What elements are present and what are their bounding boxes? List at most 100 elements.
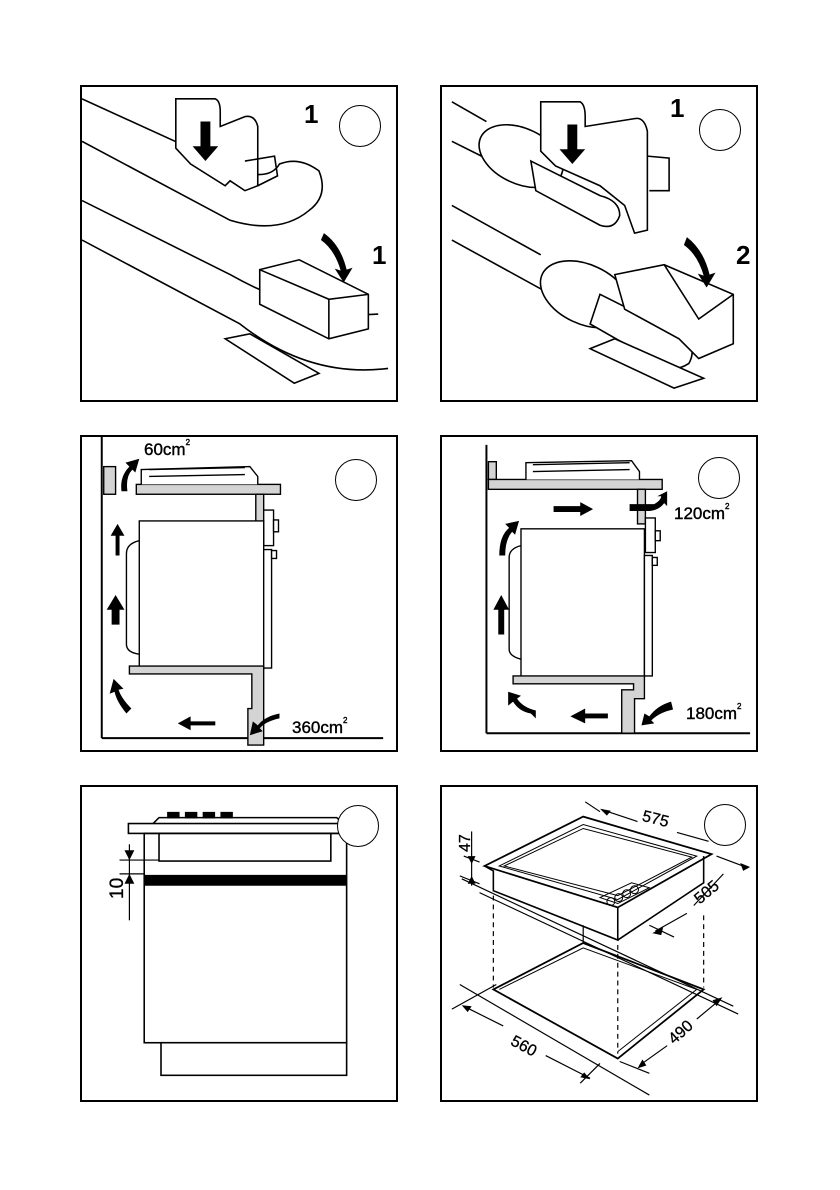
dim-560-line bbox=[463, 1005, 504, 1027]
control-knob-upper bbox=[262, 509, 275, 547]
burner-knob bbox=[202, 811, 216, 819]
airflow-arrow-icon bbox=[570, 708, 608, 724]
oven-rear-bulge bbox=[125, 540, 140, 655]
ventilation-diagram bbox=[100, 437, 384, 746]
figure-marker-circle bbox=[704, 804, 746, 846]
vent-area-top: 120cm2 bbox=[674, 502, 730, 523]
airflow-arrow-icon bbox=[629, 491, 668, 512]
dimension-arrow-icon bbox=[637, 1059, 647, 1069]
figure-marker-circle bbox=[337, 805, 379, 847]
panel-ventilation-a: 60cm2 360cm2 bbox=[80, 435, 398, 752]
airflow-arrow-icon bbox=[493, 594, 510, 635]
oven-door bbox=[643, 554, 654, 677]
top-clip-tab bbox=[244, 155, 279, 187]
hob-right-side bbox=[617, 856, 705, 941]
dimension-arrow-icon bbox=[580, 1072, 591, 1080]
cutout-outline bbox=[491, 942, 706, 1060]
foot-plate bbox=[223, 333, 321, 385]
clearance-dimension: 10 bbox=[107, 877, 128, 899]
airflow-arrow-icon bbox=[641, 701, 674, 726]
airflow-arrow-icon bbox=[110, 523, 125, 556]
worktop-edge-line bbox=[461, 878, 734, 1007]
base-shelf-plinth bbox=[512, 675, 646, 734]
arrow-down-icon bbox=[192, 121, 219, 162]
plinth bbox=[160, 1041, 348, 1077]
hob-top bbox=[152, 816, 344, 825]
oven-rear-bulge bbox=[508, 544, 522, 660]
airflow-arrow-icon bbox=[109, 678, 132, 714]
hob-front-side bbox=[484, 865, 619, 942]
back-strip bbox=[487, 460, 498, 481]
hob-top-surface bbox=[482, 815, 714, 909]
vent-area-bottom: 180cm2 bbox=[686, 702, 742, 723]
dimension-arrow-icon bbox=[467, 875, 476, 884]
dimension-arrow-icon bbox=[467, 856, 476, 865]
figure-marker-circle bbox=[698, 457, 740, 499]
step-label: 1 bbox=[670, 93, 685, 123]
clip-pipe-illustration bbox=[82, 98, 389, 385]
airflow-arrow-icon bbox=[106, 594, 125, 625]
lower-pipe-bottom bbox=[82, 239, 389, 371]
separator-bar bbox=[144, 874, 347, 886]
burner-knob bbox=[220, 811, 233, 819]
step-label: 1 bbox=[372, 240, 387, 270]
oven-body bbox=[520, 528, 646, 678]
dimension-arrow-icon bbox=[599, 808, 611, 816]
upper-pipe bbox=[82, 98, 324, 227]
dimension-arrow-icon bbox=[124, 850, 135, 861]
panel-side-clearance: 10 bbox=[80, 785, 398, 1102]
oven-door bbox=[262, 548, 273, 669]
worktop bbox=[487, 478, 663, 491]
panel-ventilation-b: 120cm2 180cm2 bbox=[440, 435, 758, 752]
step-label: 2 bbox=[736, 240, 751, 270]
control-knob-upper bbox=[644, 517, 656, 554]
panel-cutout-dimensions: 575 505 47 560 490 bbox=[440, 785, 758, 1102]
arrow-down-icon bbox=[559, 124, 586, 165]
figure-marker-circle bbox=[335, 459, 377, 501]
control-knob bbox=[606, 897, 616, 906]
dimension-hob-height: 47 bbox=[457, 834, 474, 852]
base-shelf-plinth bbox=[128, 665, 265, 746]
worktop bbox=[135, 483, 282, 495]
vent-area-bottom: 360cm2 bbox=[292, 716, 348, 737]
cabinet-body bbox=[143, 832, 348, 1044]
ventilation-diagram bbox=[485, 444, 751, 735]
hob-underside bbox=[158, 832, 332, 862]
panel-clip-installation-b: 1 2 bbox=[440, 85, 758, 402]
dimension-arrow-icon bbox=[652, 927, 664, 936]
back-strip bbox=[103, 465, 117, 495]
hob-inner-rim bbox=[497, 823, 699, 901]
airflow-arrow-icon bbox=[508, 691, 536, 719]
dimension-arrow-icon bbox=[740, 863, 751, 871]
dimension-arrow-icon bbox=[124, 873, 135, 884]
bottom-clip bbox=[613, 263, 735, 360]
figure-marker-circle bbox=[699, 109, 741, 151]
clip-pipe-illustration bbox=[451, 101, 735, 390]
cutout-dimension-diagram bbox=[451, 801, 751, 1096]
airflow-arrow-icon bbox=[499, 520, 520, 556]
airflow-arrow-icon bbox=[177, 716, 216, 731]
clearance-diagram bbox=[119, 811, 349, 1077]
curved-arrow-icon bbox=[683, 237, 716, 288]
control-knob bbox=[630, 885, 639, 895]
panel-clip-installation-a: 1 1 bbox=[80, 85, 398, 402]
burner-knob bbox=[184, 811, 198, 819]
burner-knob bbox=[167, 811, 180, 819]
upper-pipe bbox=[529, 159, 621, 228]
figure-marker-circle bbox=[339, 105, 381, 147]
top-clip-tab bbox=[647, 155, 670, 192]
step-label: 1 bbox=[304, 99, 319, 129]
control-knob bbox=[622, 889, 632, 899]
worktop bbox=[127, 822, 349, 835]
airflow-arrow-icon bbox=[121, 458, 140, 492]
airflow-arrow-icon bbox=[553, 502, 594, 516]
top-clip bbox=[175, 98, 259, 192]
control-knob bbox=[614, 893, 624, 903]
front-panel-upper bbox=[255, 493, 265, 523]
airflow-arrow-icon bbox=[249, 713, 280, 736]
dimension-arrow-icon bbox=[461, 1005, 472, 1013]
oven-body bbox=[138, 520, 265, 670]
projection-lines bbox=[492, 895, 705, 1054]
control-panel bbox=[598, 882, 651, 905]
bottom-clip bbox=[258, 258, 370, 340]
